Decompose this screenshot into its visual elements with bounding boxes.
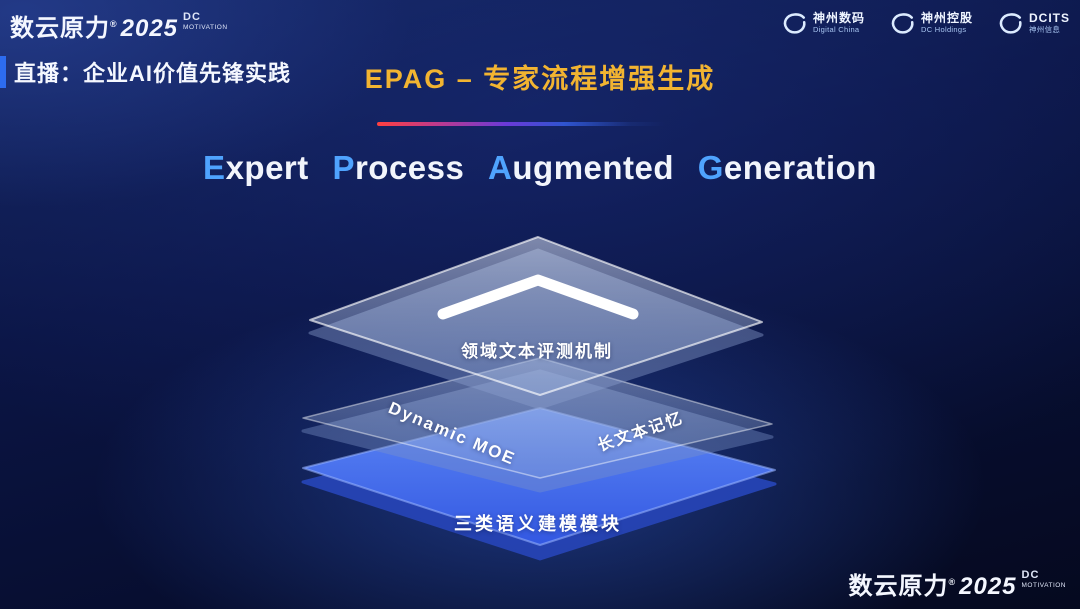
brand-subtext: DC MOTIVATION <box>183 11 228 31</box>
partner-logo-text: 神州数码 Digital China <box>812 11 865 35</box>
partner-logo-dcits: DCITS 神州信息 <box>997 10 1070 37</box>
live-label: 直播：企业AI价值先锋实践 <box>0 56 291 88</box>
partner-logo-text: DCITS 神州信息 <box>1029 11 1070 35</box>
brand-name: 数云原力 <box>10 15 110 42</box>
brand-logo-bottom-right: 数云原力®2025 DC MOTIVATION <box>848 566 1066 601</box>
layer-middle-slab <box>301 357 774 493</box>
partner-logo-digital-china: 神州数码 Digital China <box>781 10 865 37</box>
brand-logo-top-left: 数云原力®2025 DC MOTIVATION <box>10 8 228 43</box>
brand-wordmark: 数云原力®2025 <box>10 8 178 43</box>
registered-mark: ® <box>110 19 118 29</box>
digital-china-swoosh-icon <box>781 10 808 37</box>
partner-logo-dc-holdings: 神州控股 DC Holdings <box>889 10 973 37</box>
brand-year: 2025 <box>120 15 179 42</box>
layer-top-slab <box>308 236 764 410</box>
page-title: EPAG – 专家流程增强生成 <box>364 64 716 94</box>
layer-label-evaluation: 领域文本评测机制 <box>461 342 613 361</box>
dc-holdings-swoosh-icon <box>889 10 916 37</box>
layered-stack-diagram <box>301 236 777 561</box>
brand-wordmark: 数云原力®2025 <box>848 573 1017 600</box>
chevron-up-icon <box>437 274 639 320</box>
gradient-divider <box>377 122 665 126</box>
subtitle-expert-process-augmented-generation: Expert Process Augmented Generation <box>203 149 877 186</box>
partner-logo-text: 神州控股 DC Holdings <box>920 11 973 35</box>
brand-subtext: DC MOTIVATION <box>1021 569 1066 589</box>
layer-label-semantic-modeling: 三类语义建模模块 <box>454 514 622 534</box>
partner-logos: 神州数码 Digital China 神州控股 DC Holdings DCIT… <box>781 10 1070 37</box>
dcits-swoosh-icon <box>997 10 1024 37</box>
